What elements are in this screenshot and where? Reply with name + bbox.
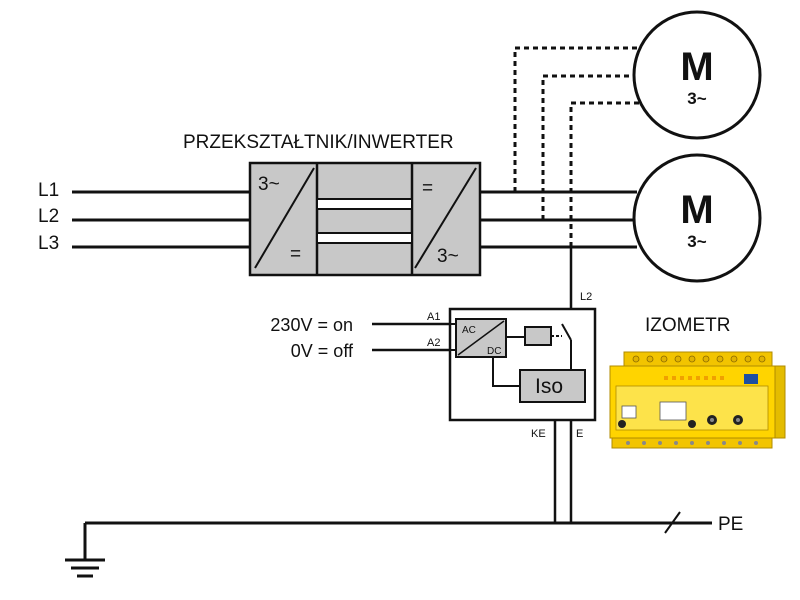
terminal-a2-label: A2 (427, 337, 440, 349)
motor-1-symbol: M (680, 45, 713, 89)
pe-marker (664, 511, 681, 534)
izometr-label: IZOMETR (645, 315, 731, 336)
pe-label: PE (718, 514, 743, 535)
motor-2-phase: 3~ (687, 232, 706, 251)
motor-1-phase: 3~ (687, 89, 706, 108)
phase-label-l1: L1 (38, 180, 59, 201)
inverter-in-label: = (422, 178, 433, 199)
dc-label: DC (487, 346, 501, 357)
phase-input-lines (72, 190, 250, 249)
inverter-out-label: 3~ (437, 246, 459, 267)
relay-coil (524, 326, 552, 346)
rectifier-out-label: = (290, 244, 301, 265)
rectifier-in-label: 3~ (258, 174, 280, 195)
inverter-block: 3~ = = 3~ (248, 161, 482, 277)
izometr-device-image (609, 351, 786, 449)
motor-2: M 3~ (632, 153, 762, 283)
iso-label: Iso (535, 375, 563, 398)
relay-contact (561, 323, 572, 341)
insulation-relay-box: AC DC Iso (448, 307, 597, 422)
terminal-l2-label: L2 (580, 291, 592, 303)
terminal-a1-label: A1 (427, 311, 440, 323)
ac-label: AC (462, 325, 476, 336)
motor-output-lines (480, 190, 637, 249)
ke-e-leads (553, 420, 573, 523)
ground-icon (65, 523, 105, 578)
dc-bus-upper (316, 198, 413, 210)
phase-label-l2: L2 (38, 206, 59, 227)
terminal-ke-label: KE (531, 428, 546, 440)
inverter-title: PRZEKSZTAŁTNIK/INWERTER (183, 132, 454, 153)
motor-1: M 3~ (632, 10, 762, 140)
terminal-e-label: E (576, 428, 583, 440)
motor-2-symbol: M (680, 188, 713, 232)
phase-label-l3: L3 (38, 233, 59, 254)
off-label: 0V = off (291, 341, 354, 361)
motor1-dashed-lines (513, 46, 645, 247)
on-label: 230V = on (270, 315, 353, 335)
dc-bus-lower (316, 232, 413, 244)
